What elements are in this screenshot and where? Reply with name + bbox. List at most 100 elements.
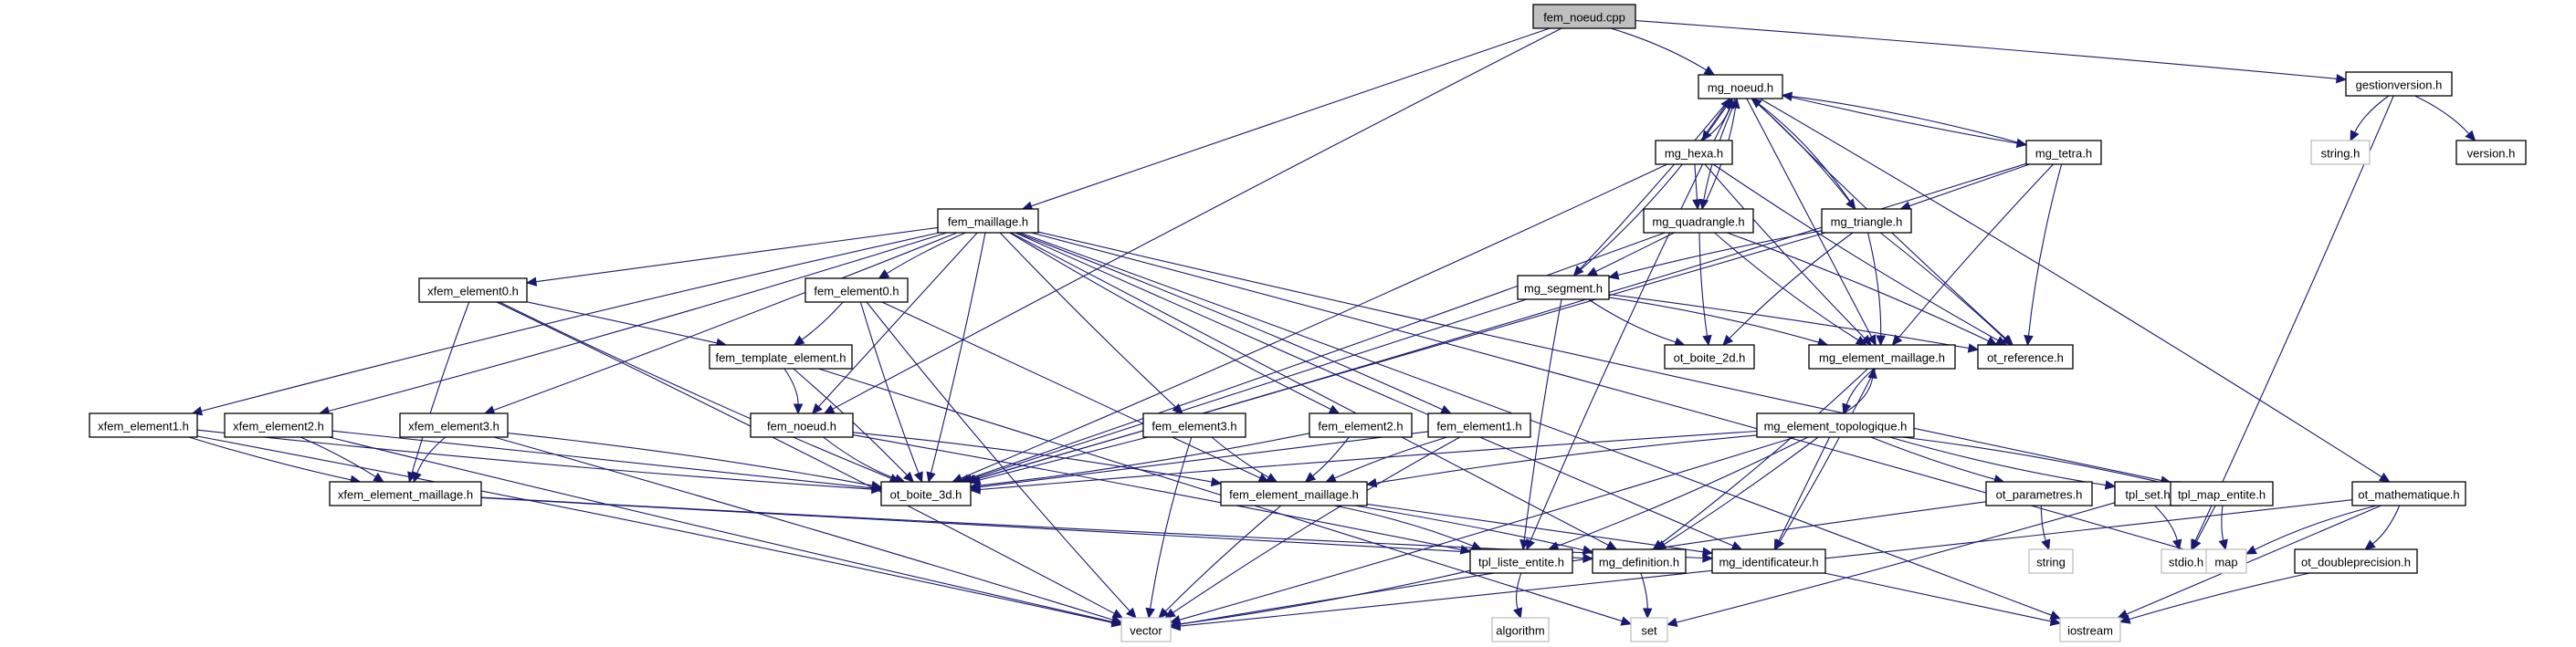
edge-fem_maillage_h-to-fem_noeud_h — [811, 232, 978, 414]
edge-mg_hexa_h-to-ot_reference_h — [1712, 163, 2007, 346]
node-mg-definition-h[interactable]: mg_definition.h — [1592, 548, 1687, 574]
edge-ot_mathematique_h-to-iostream — [2117, 505, 2381, 619]
edge-line — [1588, 298, 1677, 343]
node-box — [89, 412, 198, 438]
arrowhead-icon — [2465, 130, 2476, 141]
node-fem-element1-h[interactable]: fem_element1.h — [1427, 412, 1531, 438]
node-fem-noeud-cpp[interactable]: fem_noeud.cpp — [1532, 4, 1636, 29]
edge-line — [2354, 95, 2390, 133]
node-mg-element-maillage-h[interactable]: mg_element_maillage.h — [1808, 344, 1956, 370]
node-fem-element3-h[interactable]: fem_element3.h — [1142, 412, 1246, 438]
edge-line — [526, 301, 718, 344]
node-fem-element2-h[interactable]: fem_element2.h — [1309, 412, 1413, 438]
edge-mg_quadrangle_h-to-mg_segment_h — [1586, 232, 1675, 277]
node-label: ot_reference.h — [1987, 351, 2064, 365]
edge-line — [1824, 572, 2052, 622]
node-tpl-liste-entite-h[interactable]: tpl_liste_entite.h — [1469, 548, 1573, 574]
edge-mg_segment_h-to-tpl_liste_entite_h — [1519, 298, 1562, 551]
arrowhead-icon — [2104, 480, 2117, 490]
node-xfem-element2-h[interactable]: xfem_element2.h — [224, 412, 333, 438]
edge-line — [1354, 505, 1584, 551]
edge-tpl_map_entite_h-to-stdio_h — [2192, 505, 2216, 551]
node-ot-boite-2d-h[interactable]: ot_boite_2d.h — [1664, 344, 1755, 370]
node-mg-quadrangle-h[interactable]: mg_quadrangle.h — [1643, 208, 1754, 234]
edge-line — [2154, 505, 2178, 541]
arrowhead-icon — [1702, 553, 1714, 563]
node-xfem-element1-h[interactable]: xfem_element1.h — [89, 412, 198, 438]
node-gestionversion-h[interactable]: gestionversion.h — [2345, 71, 2453, 97]
edge-mg_element_maillage_h-to-mg_identificateur_h — [1774, 368, 1877, 551]
edge-fem_noeud_cpp-to-mg_noeud_h — [1610, 27, 1716, 76]
edge-line — [1843, 377, 1874, 414]
node-xfem-element3-h[interactable]: xfem_element3.h — [399, 412, 509, 438]
arrowhead-icon — [903, 471, 915, 483]
node-ot-doubleprecision-h[interactable]: ot_doubleprecision.h — [2294, 548, 2418, 574]
arrowhead-icon — [1172, 402, 1183, 414]
arrowhead-icon — [1304, 472, 1317, 483]
node-label: tpl_liste_entite.h — [1478, 556, 1564, 569]
edge-line — [1778, 436, 1831, 542]
node-box — [2059, 617, 2121, 642]
arrowhead-icon — [412, 471, 422, 484]
node-tpl-set-h[interactable]: tpl_set.h — [2114, 481, 2182, 506]
node-mg-element-topologique-h[interactable]: mg_element_topologique.h — [1756, 412, 1915, 438]
edge-fem_element_maillage_h-to-mg_definition_h — [1354, 505, 1594, 555]
edge-line — [1016, 232, 1443, 411]
node-fem-template-element-h[interactable]: fem_template_element.h — [709, 344, 853, 370]
node-fem-noeud-h[interactable]: fem_noeud.h — [750, 412, 854, 438]
node-ot-parametres-h[interactable]: ot_parametres.h — [1985, 481, 2093, 506]
edge-line — [2414, 95, 2470, 134]
arrowhead-icon — [2049, 616, 2062, 626]
edge-line — [979, 430, 1758, 491]
node-mg-noeud-h[interactable]: mg_noeud.h — [1698, 74, 1783, 99]
node-box — [2345, 71, 2453, 97]
node-ot-reference-h[interactable]: ot_reference.h — [1977, 344, 2074, 370]
arrowhead-icon — [1876, 335, 1886, 347]
arrowhead-icon — [870, 480, 883, 491]
node-xfem-element0-h[interactable]: xfem_element0.h — [418, 277, 528, 303]
node-version-h[interactable]: version.h — [2455, 140, 2527, 165]
node-label: xfem_element3.h — [408, 420, 499, 433]
edge-line — [930, 232, 986, 474]
edge-mg_tetra_h-to-ot_reference_h — [2024, 163, 2063, 347]
edge-line — [979, 436, 1149, 481]
node-box — [2294, 548, 2418, 574]
node-mg-triangle-h[interactable]: mg_triangle.h — [1821, 208, 1912, 234]
edge-line — [1557, 436, 1809, 548]
arrowhead-icon — [1158, 607, 1170, 619]
edge-ot_parametres_h-to-vector — [1169, 501, 1987, 630]
arrowhead-icon — [1722, 334, 1734, 346]
edge-line — [783, 368, 799, 405]
edge-mg_noeud_h-to-mg_element_maillage_h — [1746, 98, 1877, 347]
edge-line — [300, 436, 376, 478]
node-label: tpl_set.h — [2125, 488, 2170, 502]
edge-line — [196, 435, 1113, 623]
node-ot-mathematique-h[interactable]: ot_mathematique.h — [2351, 481, 2466, 506]
node-label: ot_doubleprecision.h — [2301, 556, 2411, 569]
node-box — [399, 412, 509, 438]
edge-line — [2254, 505, 2378, 550]
arrowhead-icon — [1470, 541, 1483, 550]
node-fem-maillage-h[interactable]: fem_maillage.h — [937, 208, 1039, 234]
node-xfem-element-maillage-h[interactable]: xfem_element_maillage.h — [329, 481, 482, 506]
node-mg-hexa-h[interactable]: mg_hexa.h — [1655, 140, 1733, 165]
edge-mg_element_topologique_h-to-tpl_map_entite_h — [1902, 436, 2172, 487]
edge-line — [1333, 505, 1474, 547]
node-mg-identificateur-h[interactable]: mg_identificateur.h — [1711, 548, 1826, 574]
edge-mg_element_topologique_h-to-mg_element_maillage_h — [1843, 367, 1877, 414]
edge-line — [852, 434, 1462, 550]
node-tpl-map-entite-h[interactable]: tpl_map_entite.h — [2170, 481, 2274, 506]
edge-mg_triangle_h-to-mg_element_maillage_h — [1866, 232, 1886, 347]
arrowhead-icon — [1266, 473, 1278, 483]
arrowhead-icon — [1586, 266, 1599, 277]
node-fem-element0-h[interactable]: fem_element0.h — [804, 277, 909, 303]
node-fem-element-maillage-h[interactable]: fem_element_maillage.h — [1220, 481, 1368, 506]
node-mg-tetra-h[interactable]: mg_tetra.h — [2025, 140, 2102, 165]
node-mg-segment-h[interactable]: mg_segment.h — [1517, 275, 1610, 300]
edge-line — [1617, 230, 1823, 277]
edge-line — [1573, 105, 1726, 277]
node-label: fem_element1.h — [1436, 420, 1521, 433]
node-ot-boite-3d-h[interactable]: ot_boite_3d.h — [880, 481, 972, 506]
edge-fem_element0_h-to-vector — [866, 301, 1137, 619]
node-box — [1643, 208, 1754, 234]
